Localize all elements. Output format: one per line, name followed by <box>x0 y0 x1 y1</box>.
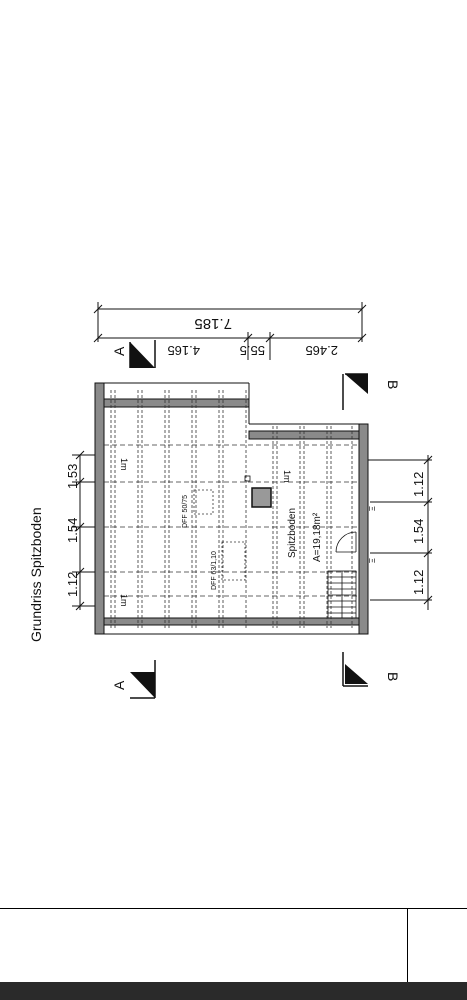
hatch-door <box>335 531 357 553</box>
dimension-top <box>93 302 367 360</box>
dim-left-1: 1.12 <box>65 572 80 597</box>
height-mark-right: 1m <box>282 470 292 483</box>
title-block <box>0 908 467 982</box>
dimension-right <box>368 455 433 610</box>
chimney <box>251 487 272 508</box>
hatch-mark-2: Ξ <box>367 558 376 563</box>
title-block-divider <box>407 908 408 982</box>
bottom-bar <box>0 982 467 1000</box>
roof-lines <box>104 444 359 597</box>
dim-segment-2: 55.5 <box>240 343 265 358</box>
room-area: A=19,18m² <box>312 512 323 562</box>
height-mark-upper: 1m <box>119 458 129 471</box>
section-marker-b-bottom <box>342 652 368 687</box>
section-label-a-top: A <box>111 346 127 356</box>
roof-window-2-label: DFF 63/1,10 <box>211 551 218 590</box>
roof-window-1 <box>193 489 214 515</box>
section-label-a-bottom: A <box>111 680 127 690</box>
dim-right-2: 1.54 <box>411 519 426 544</box>
dim-right-1: 1.12 <box>411 570 426 595</box>
dim-left-3: 1.53 <box>65 464 80 489</box>
section-label-b-bottom: B <box>385 672 401 681</box>
height-mark-lower: 1m <box>119 594 129 607</box>
dim-segment-3: 2.465 <box>305 343 338 358</box>
dim-left-2: 1.54 <box>65 518 80 543</box>
wall-marker <box>244 475 251 482</box>
room-name: Spitzboden <box>287 508 298 558</box>
hatch-mark-1: Ξ <box>367 506 376 511</box>
roof-window-1-label: DFF 50/75 <box>182 495 189 528</box>
dim-overall: 7.185 <box>194 315 232 332</box>
section-marker-a-bottom <box>130 660 156 699</box>
wall-outline <box>95 382 368 635</box>
section-label-b-top: B <box>385 380 401 389</box>
staircase <box>327 570 357 619</box>
roof-window-2 <box>221 541 246 581</box>
drawing-title: Grundriss Spitzboden <box>28 507 44 642</box>
section-marker-a-top <box>129 340 156 368</box>
dim-right-3: 1.12 <box>411 472 426 497</box>
rafters <box>110 390 353 628</box>
section-marker-b-top <box>342 373 368 410</box>
dim-segment-1: 4.165 <box>167 343 200 358</box>
